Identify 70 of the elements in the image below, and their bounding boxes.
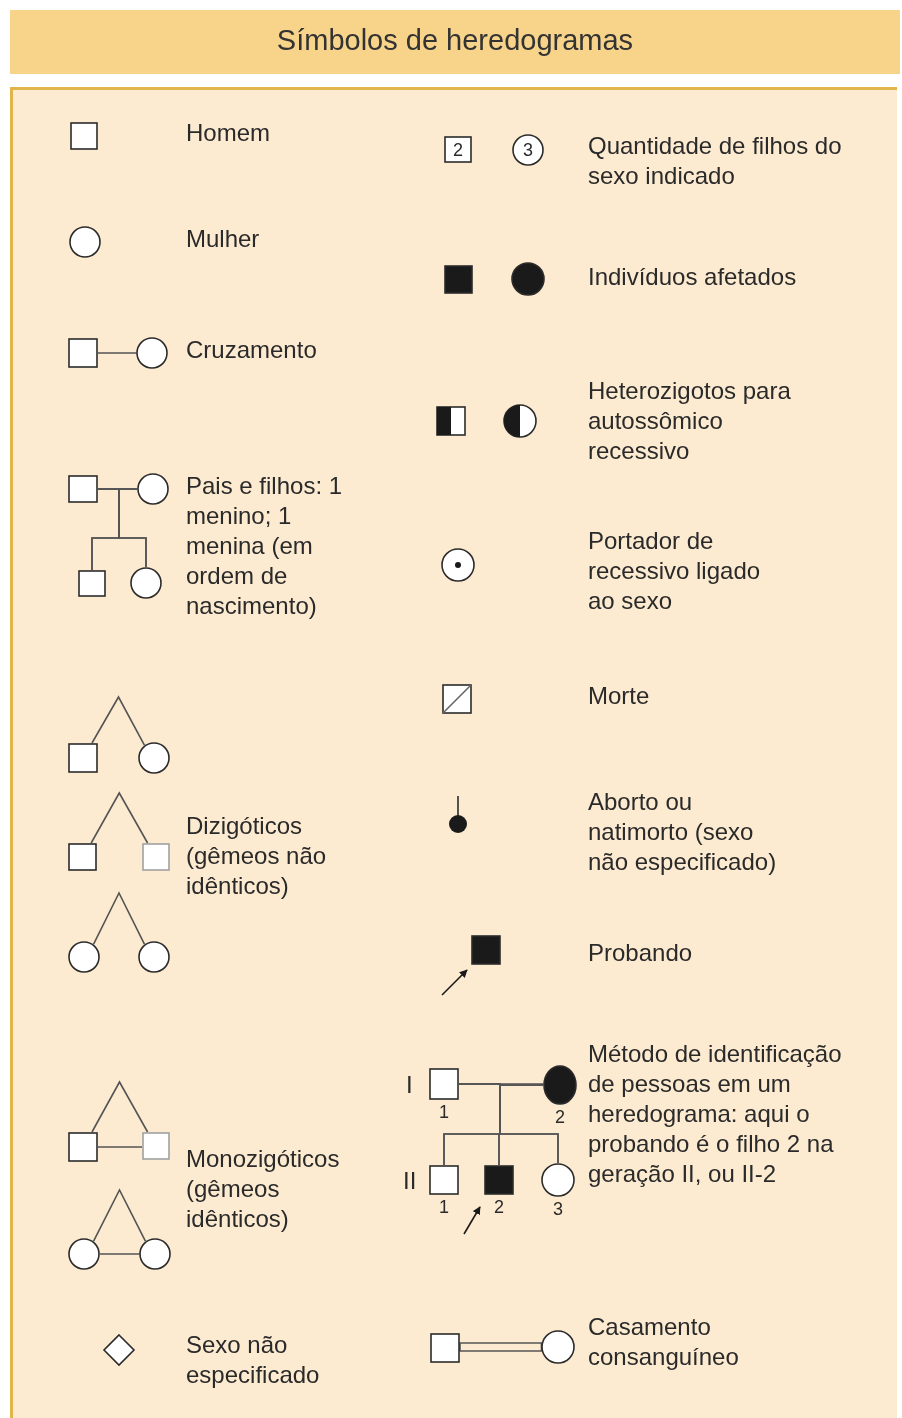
- generation-numeral: I: [406, 1070, 414, 1100]
- twin-line: [92, 891, 146, 945]
- twin-line: [91, 695, 146, 746]
- twin-line: [91, 1080, 149, 1133]
- symbol-description: Pais e filhos: 1 menino; 1 menina (em ordem de nascimento): [186, 471, 344, 621]
- stalked-dot-symbol: [448, 796, 468, 834]
- individual-number: 2: [494, 1197, 504, 1217]
- female-circle-symbol: [69, 226, 101, 258]
- female-circle-symbol: [512, 134, 544, 166]
- double-line: [459, 1342, 543, 1352]
- male-square-symbol: [68, 475, 98, 503]
- symbol-description: Homem: [186, 118, 271, 148]
- filled-square-symbol: [471, 935, 501, 965]
- male-square-symbol: [68, 743, 98, 773]
- half-filled-circle-symbol: [503, 404, 537, 438]
- symbol-description: Portador de recessivo ligado ao sexo: [588, 526, 762, 616]
- female-circle-symbol: [138, 742, 170, 774]
- mating-line: [97, 1146, 143, 1148]
- mating-line: [99, 1253, 141, 1255]
- symbol-description: Monozigóticos (gêmeos idênticos): [186, 1144, 341, 1234]
- symbol-description: Mulher: [186, 224, 261, 254]
- female-circle-symbol: [130, 567, 162, 599]
- female-circle-symbol: [68, 1238, 100, 1270]
- crossed-square-symbol: [442, 684, 472, 714]
- twin-line: [90, 791, 149, 844]
- symbol-description: Dizigóticos (gêmeos não idênticos): [186, 811, 328, 901]
- symbol-description: Sexo não especificado: [186, 1330, 321, 1390]
- descent-line: [499, 1084, 559, 1164]
- male-square-symbol: [78, 570, 106, 597]
- male-square-symbol: [68, 338, 98, 368]
- dotted-circle-symbol: [441, 548, 475, 582]
- symbol-description: Aborto ou natimorto (sexo não especificado): [588, 787, 778, 877]
- mating-line: [97, 352, 138, 354]
- count-number: 3: [522, 140, 534, 160]
- pointer-arrow: [441, 969, 468, 996]
- male-square-symbol: [444, 136, 472, 163]
- symbol-description: Quantidade de filhos do sexo indicado: [588, 131, 843, 191]
- female-circle-symbol: [136, 337, 168, 369]
- diamond-symbol: [103, 1334, 135, 1366]
- count-number: 2: [452, 139, 464, 160]
- individual-number: 2: [555, 1107, 565, 1127]
- symbol-description: Probando: [588, 938, 694, 968]
- symbol-description: Morte: [588, 681, 651, 711]
- male-square-symbol: [430, 1333, 460, 1363]
- filled-square-symbol: [444, 265, 473, 294]
- twin-line: [92, 1188, 147, 1242]
- individual-number: 3: [553, 1199, 563, 1219]
- individual-number: 1: [439, 1197, 449, 1217]
- male-square-symbol: [68, 843, 97, 871]
- male-square-symbol: [68, 1132, 98, 1162]
- half-filled-square-symbol: [436, 406, 466, 436]
- symbol-description: Heterozigotos para autossômico recessivo: [588, 376, 792, 466]
- descent-line: [118, 488, 147, 568]
- individual-number: 1: [439, 1102, 449, 1122]
- female-circle-symbol: [138, 941, 170, 973]
- filled-circle-symbol: [511, 262, 545, 296]
- symbol-description: Método de identificação de pessoas em um heredograma: aqui o probando é o filho 2 na geração II, ou II-2: [588, 1039, 843, 1189]
- symbol-description: Cruzamento: [186, 335, 318, 365]
- pointer-arrow: [463, 1206, 481, 1235]
- title: Símbolos de heredogramas: [275, 24, 635, 57]
- female-circle-symbol: [541, 1330, 575, 1364]
- generation-numeral: II: [403, 1166, 418, 1196]
- female-circle-symbol: [139, 1238, 171, 1270]
- male-square-symbol: [142, 1132, 170, 1160]
- male-square-symbol: [142, 843, 170, 871]
- symbol-description: Indivíduos afetados: [588, 262, 798, 292]
- male-square-symbol: [70, 122, 98, 150]
- female-circle-symbol: [68, 941, 100, 973]
- symbol-description: Casamento consanguíneo: [588, 1312, 740, 1372]
- female-circle-symbol: [137, 473, 169, 505]
